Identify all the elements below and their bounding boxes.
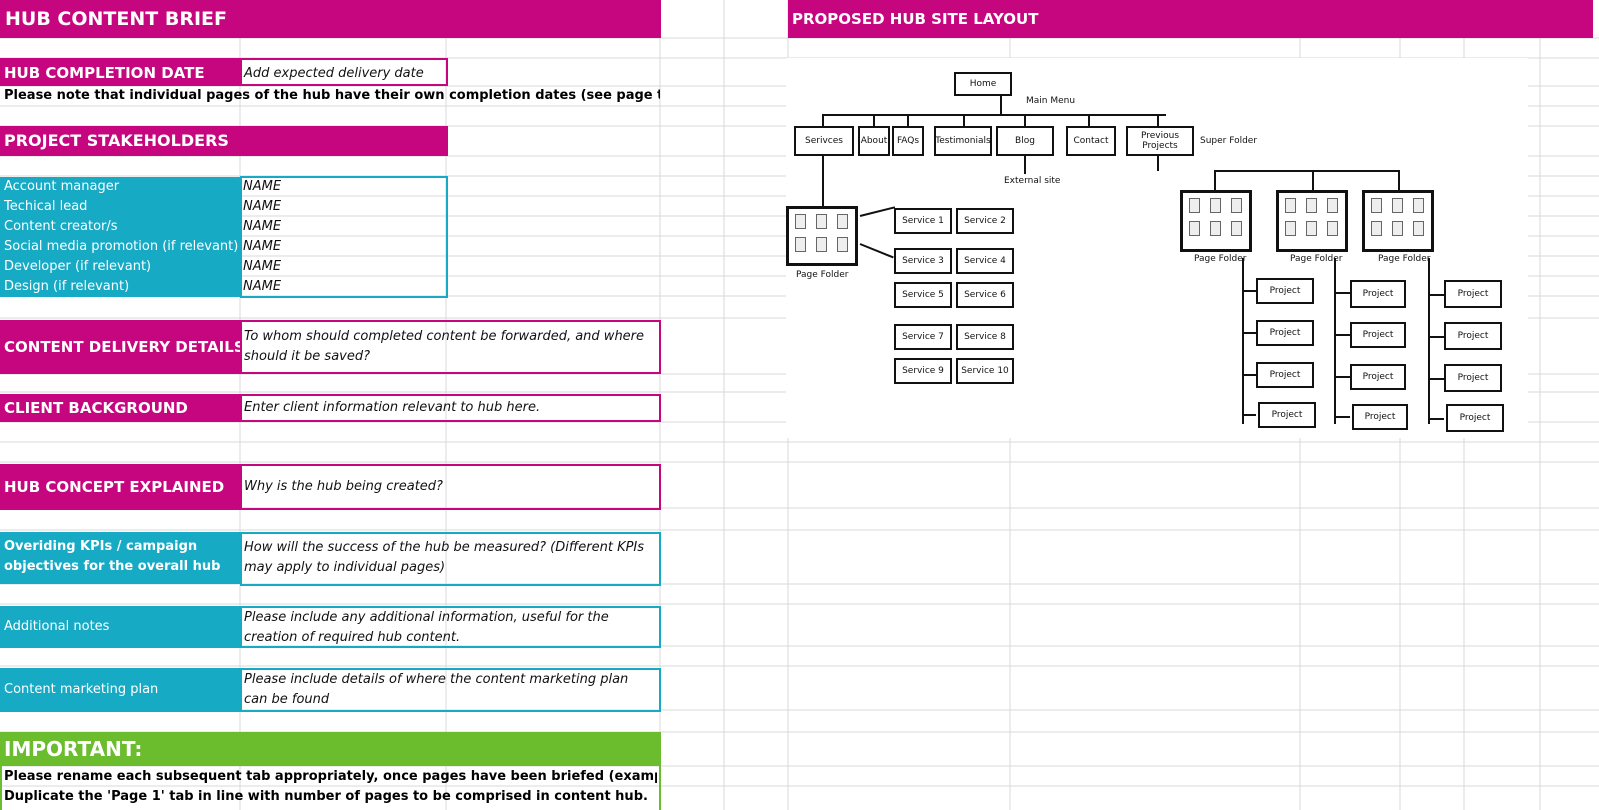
project-node: Project [1350, 322, 1406, 348]
delivery-label: CONTENT DELIVERY DETAILS [0, 320, 240, 374]
service-node: Service 6 [956, 282, 1014, 308]
page-folder-label: Page Folder [1290, 254, 1343, 264]
project-node: Project [1256, 320, 1314, 346]
project-node: Project [1446, 404, 1504, 432]
menu-node-faqs: FAQs [892, 126, 924, 156]
service-node: Service 7 [894, 324, 952, 350]
service-node: Service 5 [894, 282, 952, 308]
super-folder-label: Super Folder [1200, 136, 1258, 146]
project-node: Project [1444, 322, 1502, 350]
services-page-folder-icon [786, 206, 858, 266]
delivery-input[interactable]: To whom should completed content be forw… [240, 320, 661, 374]
concept-input[interactable]: Why is the hub being created? [240, 464, 661, 510]
project-node: Project [1352, 404, 1408, 430]
site-layout-diagram: Home Main Menu Serivces About FAQs Testi… [786, 58, 1528, 438]
important-line-1: Please rename each subsequent tab approp… [4, 769, 657, 784]
stakeholder-role: Techical lead [0, 197, 240, 217]
notes-label: Additional notes [0, 606, 240, 648]
stakeholder-role: Developer (if relevant) [0, 257, 240, 277]
project-node: Project [1256, 362, 1314, 388]
projects-page-folder-icon [1180, 190, 1252, 252]
stakeholder-name[interactable]: NAME [243, 199, 282, 214]
service-node: Service 4 [956, 248, 1014, 274]
stakeholders-label: PROJECT STAKEHOLDERS [0, 126, 448, 156]
important-line-2: Duplicate the 'Page 1' tab in line with … [4, 789, 648, 804]
home-node: Home [954, 72, 1012, 96]
project-node: Project [1350, 280, 1406, 308]
stakeholder-role: Design (if relevant) [0, 277, 240, 297]
service-node: Service 2 [956, 208, 1014, 234]
project-node: Project [1256, 278, 1314, 304]
project-node: Project [1444, 280, 1502, 308]
page-folder-label: Page Folder [1194, 254, 1247, 264]
stakeholder-role: Content creator/s [0, 217, 240, 237]
service-node: Service 3 [894, 248, 952, 274]
layout-title: PROPOSED HUB SITE LAYOUT [788, 0, 1593, 38]
important-border [0, 766, 661, 810]
stakeholder-name[interactable]: NAME [243, 279, 282, 294]
stakeholder-name[interactable]: NAME [243, 259, 282, 274]
project-node: Project [1444, 364, 1502, 392]
plan-label: Content marketing plan [0, 668, 240, 712]
project-node: Project [1258, 402, 1316, 428]
menu-node-testimonials: Testimonials [934, 126, 992, 156]
main-menu-label: Main Menu [1026, 96, 1076, 106]
completion-date-label: HUB COMPLETION DATE [0, 58, 240, 86]
project-node: Project [1350, 364, 1406, 390]
completion-date-input[interactable]: Add expected delivery date [240, 58, 448, 86]
service-node: Service 1 [894, 208, 952, 234]
concept-label: HUB CONCEPT EXPLAINED [0, 464, 240, 510]
external-site-label: External site [1004, 176, 1061, 186]
menu-node-previous-projects: Previous Projects [1126, 126, 1194, 156]
notes-input[interactable]: Please include any additional informatio… [240, 606, 661, 648]
service-node: Service 9 [894, 358, 952, 384]
stakeholder-role: Social media promotion (if relevant) [0, 237, 240, 257]
page-folder-label: Page Folder [1378, 254, 1431, 264]
projects-page-folder-icon [1276, 190, 1348, 252]
page-folder-label: Page Folder [796, 270, 849, 280]
stakeholder-role: Account manager [0, 177, 240, 197]
menu-node-contact: Contact [1066, 126, 1116, 156]
projects-page-folder-icon [1362, 190, 1434, 252]
stakeholder-name[interactable]: NAME [243, 239, 282, 254]
service-node: Service 10 [956, 358, 1014, 384]
kpi-label: Overiding KPIs / campaign objectives for… [0, 532, 240, 584]
kpi-input[interactable]: How will the success of the hub be measu… [240, 532, 661, 586]
menu-node-about: About [858, 126, 890, 156]
important-label: IMPORTANT: [0, 732, 661, 766]
stakeholder-name[interactable]: NAME [243, 179, 282, 194]
brief-title: HUB CONTENT BRIEF [0, 0, 661, 38]
background-label: CLIENT BACKGROUND [0, 394, 240, 422]
stakeholder-name[interactable]: NAME [243, 219, 282, 234]
menu-node-blog: Blog [996, 126, 1054, 156]
background-input[interactable]: Enter client information relevant to hub… [240, 394, 661, 422]
menu-node-services: Serivces [794, 126, 854, 156]
stakeholder-names-box [240, 176, 448, 298]
plan-input[interactable]: Please include details of where the cont… [240, 668, 661, 712]
completion-note: Please note that individual pages of the… [4, 88, 660, 103]
service-node: Service 8 [956, 324, 1014, 350]
